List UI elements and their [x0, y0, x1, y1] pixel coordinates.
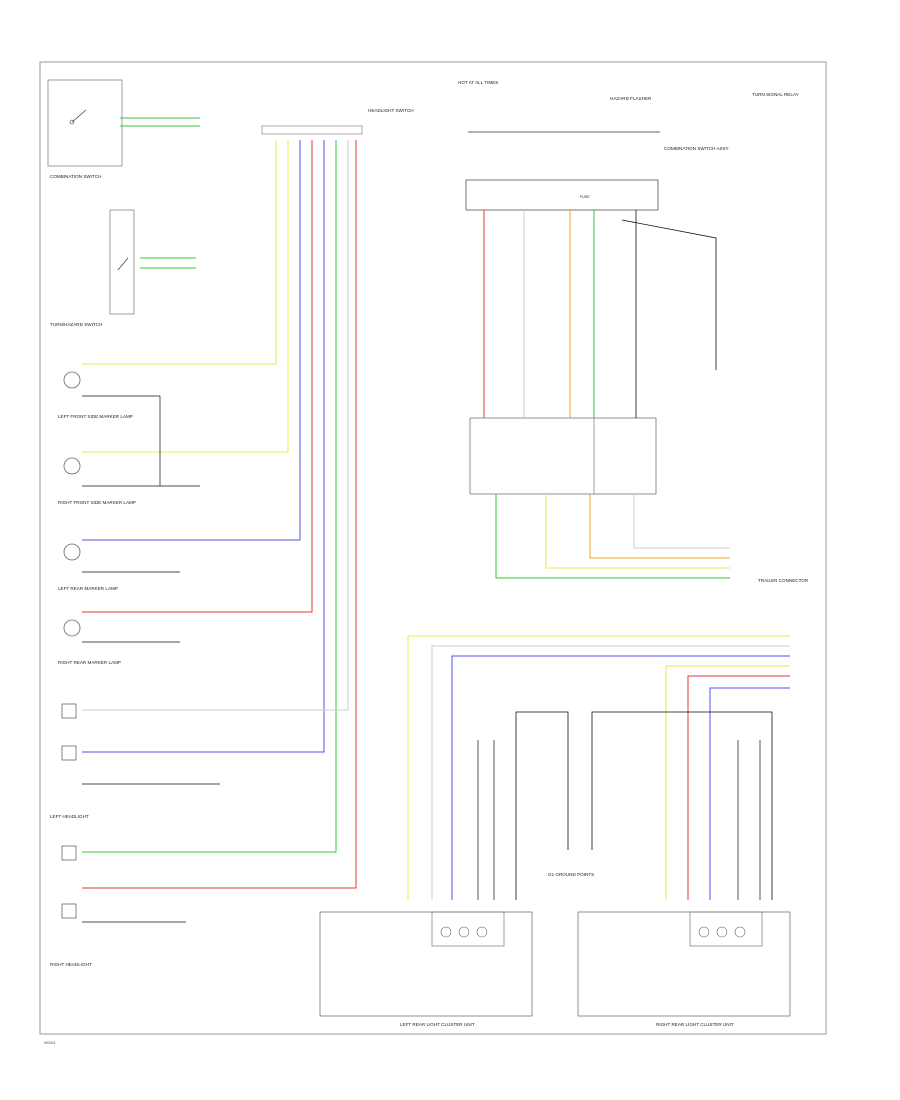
- headlight-box: [61, 903, 77, 919]
- left-headlight-label: LEFT HEADLIGHT: [50, 814, 89, 819]
- left-front-park-lamp-label: LEFT FRONT SIDE MARKER LAMP: [58, 414, 133, 419]
- right-rear-bulb-housing: [689, 911, 763, 947]
- headlight-box: [61, 703, 77, 719]
- lamp-left-rear-marker: LEFT REAR MARKER LAMP: [58, 543, 118, 591]
- column-header: HOT AT ALL TIMES: [458, 80, 498, 85]
- combination-switch-box: [47, 79, 123, 167]
- bulb-icon: [440, 926, 452, 938]
- wire-green-headlight: [82, 140, 337, 853]
- lamp-bulb-icon: [63, 619, 81, 637]
- turn-hazard-switch-box: [109, 209, 135, 315]
- wire-blue-marker: [82, 140, 301, 541]
- diagram-frame: [39, 61, 827, 1035]
- wire-black-ground-note: [621, 219, 717, 370]
- bulb-icon: [698, 926, 710, 938]
- bulb-icon: [734, 926, 746, 938]
- lamp-right-front-park: RIGHT FRONT SIDE MARKER LAMP: [58, 457, 136, 505]
- wire-yellow-right-park: [82, 140, 289, 453]
- wire-green-trailer: [495, 494, 730, 579]
- bulb-icon: [476, 926, 488, 938]
- right-rear-cluster-box: [577, 911, 791, 1017]
- turn-signal-relay-label: TURN SIGNAL RELAY: [752, 92, 799, 97]
- headlight-box: [61, 845, 77, 861]
- trailer-connector-label: TRAILER CONNECTOR: [758, 578, 809, 583]
- lamp-right-rear-marker: RIGHT REAR MARKER LAMP: [58, 619, 121, 665]
- wire-black-ground-right: [591, 711, 773, 900]
- switch-pivot: [69, 119, 75, 125]
- left-headlight-group: LEFT HEADLIGHT: [50, 703, 89, 819]
- turn-hazard-switch-group: TURN/HAZARD SWITCH: [50, 209, 135, 327]
- wire-yellow-rear-right: [665, 665, 790, 900]
- connector-body: [261, 125, 363, 135]
- wire-white-trailer: [633, 494, 730, 549]
- right-rear-cluster: RIGHT REAR LIGHT CLUSTER UNIT: [577, 911, 791, 1027]
- wire-white-headlight: [82, 140, 349, 711]
- wire-blue-rear-right: [709, 687, 790, 900]
- wire-blue-rear-left: [451, 655, 790, 900]
- right-headlight-label: RIGHT HEADLIGHT: [50, 962, 92, 967]
- wire-black-ground: [82, 395, 200, 487]
- turn-hazard-label: TURN/HAZARD SWITCH: [50, 322, 102, 327]
- headlight-box: [61, 745, 77, 761]
- trailer-module: [469, 417, 657, 495]
- lamp-bulb-icon: [63, 371, 81, 389]
- wire-yellow-left-park: [82, 140, 277, 365]
- relay-box-group: HOT AT ALL TIMES HAZARD FLASHER TURN SIG…: [458, 80, 799, 211]
- lamp-left-front-park: LEFT FRONT SIDE MARKER LAMP: [58, 371, 133, 419]
- combination-switch-group: COMBINATION SWITCH: [47, 79, 123, 179]
- switch-contact-line: [71, 109, 87, 123]
- right-rear-cluster-label: RIGHT REAR LIGHT CLUSTER UNIT: [656, 1022, 734, 1027]
- hazard-contact-line: [117, 257, 129, 271]
- right-headlight-group: RIGHT HEADLIGHT: [50, 845, 92, 967]
- ground-note: G1 GROUND POINTS: [548, 872, 594, 877]
- lamp-bulb-icon: [63, 543, 81, 561]
- bulb-icon: [716, 926, 728, 938]
- wire-yellow-trailer: [545, 494, 730, 569]
- right-top-wire-set: [483, 210, 730, 579]
- relay-box: [465, 179, 659, 211]
- trailer-module-box: [469, 417, 657, 495]
- right-rear-marker-label: RIGHT REAR MARKER LAMP: [58, 660, 121, 665]
- relay-box-label: FUSE: [580, 195, 590, 199]
- center-connector: HEADLIGHT SWITCH: [261, 108, 414, 135]
- left-rear-cluster: LEFT REAR LIGHT CLUSTER UNIT: [319, 911, 533, 1027]
- wire-red-headlight: [82, 140, 357, 889]
- headlight-switch-label: HEADLIGHT SWITCH: [368, 108, 414, 113]
- left-wire-set: [82, 117, 357, 923]
- wire-black-ground-left: [515, 711, 569, 900]
- footer-code: W0004: [44, 1041, 55, 1045]
- bulb-icon: [458, 926, 470, 938]
- combination-switch-right-label: COMBINATION SWITCH ASSY: [664, 146, 729, 151]
- left-rear-bulb-housing: [431, 911, 505, 947]
- wire-blue-headlight: [82, 140, 325, 753]
- wire-red-rear-marker: [82, 140, 313, 613]
- lamp-bulb-icon: [63, 457, 81, 475]
- left-rear-cluster-box: [319, 911, 533, 1017]
- combination-switch-label: COMBINATION SWITCH: [50, 174, 101, 179]
- hazard-flasher-label: HAZARD FLASHER: [610, 96, 652, 101]
- wire-white-rear-left: [431, 645, 790, 900]
- right-front-park-lamp-label: RIGHT FRONT SIDE MARKER LAMP: [58, 500, 136, 505]
- wire-red-rear-right: [687, 675, 790, 900]
- rear-bus-wires: [407, 635, 790, 900]
- left-rear-marker-label: LEFT REAR MARKER LAMP: [58, 586, 118, 591]
- left-rear-cluster-label: LEFT REAR LIGHT CLUSTER UNIT: [400, 1022, 475, 1027]
- wire-orange-trailer: [589, 494, 730, 559]
- wire-yellow-rear-left: [407, 635, 790, 900]
